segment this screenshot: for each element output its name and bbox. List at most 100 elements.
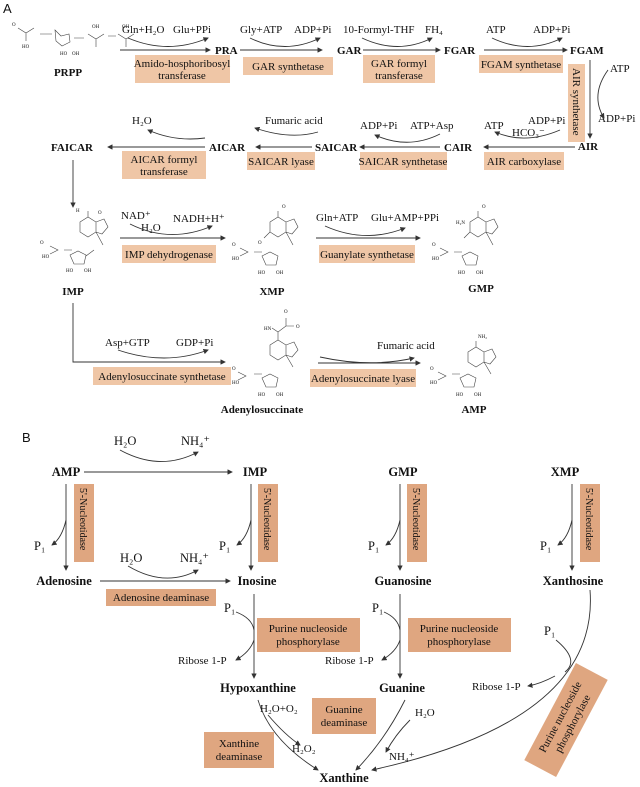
gmp-label: GMP (468, 283, 494, 295)
b1-substrate: H₂O (114, 434, 136, 448)
svg-text:HO: HO (458, 271, 466, 276)
s2-substrate: Gly+ATP (240, 24, 282, 36)
adenylosuccinate-label: Adenylosuccinate (221, 404, 304, 416)
s1-enzyme-line2: transferase (158, 70, 206, 82)
svg-text:HO: HO (42, 255, 50, 260)
adenosine-deaminase: Adenosine deaminase (113, 592, 209, 604)
b1-product: NH₄⁺ (181, 434, 210, 448)
s8-enzyme: SAICAR lyase (248, 156, 314, 168)
panel-a-label: A (3, 1, 12, 16)
pi-inosine: P₁ (224, 601, 235, 615)
s12-enzyme: Adenylosuccinate synthetase (98, 371, 225, 383)
b2-product: NH₄⁺ (180, 551, 209, 565)
saicar-label: SAICAR (315, 142, 358, 154)
s5-product: ADP+Pi (598, 113, 635, 125)
svg-text:O: O (282, 205, 286, 210)
s3-enzyme-line2: transferase (375, 70, 423, 82)
pi-guanosine: P₁ (372, 601, 383, 615)
xmp-label: XMP (259, 286, 284, 298)
nucleotidase-xmp: P₁ 5'-Nucleotidase (540, 484, 600, 571)
svg-text:HO: HO (258, 271, 266, 276)
s3-substrate: 10-Formyl-THF (343, 24, 415, 36)
b2-substrate: H₂O (120, 551, 142, 565)
s10-substrate-2: H₂O (141, 222, 161, 234)
xd-substrate: H₂O+O₂ (260, 703, 298, 715)
s2-enzyme: GAR synthetase (252, 61, 324, 73)
air-label: AIR (578, 141, 599, 153)
s4-enzyme: FGAM synthetase (481, 59, 561, 71)
guanine-label: Guanine (379, 681, 425, 695)
s6-product: ADP+Pi (528, 115, 565, 127)
imp-structure: O H O HO HO OH (40, 209, 109, 274)
pnp-inosine-line2: phosphorylase (276, 636, 340, 648)
s12-substrate: Asp+GTP (105, 337, 150, 349)
svg-text:HO: HO (432, 257, 440, 262)
s7-enzyme: SAICAR synthetase (359, 156, 448, 168)
svg-text:OH: OH (476, 271, 484, 276)
nucleotidase-amp: P₁ 5'-Nucleotidase (34, 484, 94, 571)
imp-label: IMP (62, 286, 84, 298)
inosine-label: Inosine (238, 574, 277, 588)
s3-enzyme-line1: GAR formyl (371, 58, 427, 70)
xmp-structure: O O O HO HO OH (232, 205, 299, 276)
svg-text:P₁: P₁ (540, 539, 551, 553)
ribose-inosine: Ribose 1-P (178, 655, 227, 667)
svg-text:O: O (296, 325, 300, 330)
svg-text:5'-Nucleotidase: 5'-Nucleotidase (261, 488, 272, 551)
svg-text:O: O (232, 367, 236, 372)
s6-substrate-1: ATP (484, 120, 504, 132)
amp-a-label: AMP (461, 404, 486, 416)
s7-substrate: ATP+Asp (410, 120, 454, 132)
s1-product: Glu+PPi (173, 24, 211, 36)
gd-enzyme-line2: deaminase (321, 717, 368, 729)
s6-enzyme: AIR carboxylase (487, 156, 561, 168)
adenylosuccinate-structure: O O HN O HO HO OH (232, 310, 300, 398)
s10-product: NADH+H⁺ (173, 213, 225, 225)
s9-enzyme-line2: transferase (140, 166, 188, 178)
s5-substrate: ATP (610, 63, 630, 75)
svg-text:HO: HO (456, 393, 464, 398)
svg-text:NH₂: NH₂ (478, 335, 487, 340)
s10-enzyme: IMP dehydrogenase (125, 249, 213, 261)
xd-enzyme-line2: deaminase (216, 751, 263, 763)
svg-text:OH: OH (276, 393, 284, 398)
gmp-b-label: GMP (388, 465, 418, 479)
fgar-label: FGAR (444, 45, 476, 57)
s9-product: H₂O (132, 115, 152, 127)
faicar-label: FAICAR (51, 142, 94, 154)
gmp-structure: O H₂N O HO HO OH (432, 205, 499, 276)
xd-enzyme-line1: Xanthine (219, 738, 259, 750)
svg-text:OH: OH (84, 269, 92, 274)
gd-product: NH₄⁺ (389, 751, 415, 763)
amp-structure: NH₂ O HO HO OH (430, 335, 497, 398)
nucleotidase-imp: P₁ 5'-Nucleotidase (219, 484, 278, 571)
svg-text:5'-Nucleotidase: 5'-Nucleotidase (77, 488, 88, 551)
s4-substrate: ATP (486, 24, 506, 36)
s10-substrate: NAD⁺ (121, 210, 151, 222)
amp-b-label: AMP (52, 465, 81, 479)
svg-text:P₁: P₁ (219, 539, 230, 553)
s3-product: FH₄ (425, 24, 443, 36)
svg-text:O: O (258, 241, 262, 246)
xmp-b-label: XMP (551, 465, 580, 479)
svg-text:OH: OH (122, 25, 130, 30)
s11-product: Glu+AMP+PPi (371, 212, 439, 224)
svg-text:O: O (98, 211, 102, 216)
svg-text:O: O (432, 243, 436, 248)
s7-product: ADP+Pi (360, 120, 397, 132)
svg-text:H: H (76, 209, 80, 214)
s13-product: Fumaric acid (377, 340, 435, 352)
svg-text:O: O (232, 243, 236, 248)
s12-product: GDP+Pi (176, 337, 213, 349)
prpp-structure: O HO HO OH OH OH (12, 23, 135, 57)
svg-text:O: O (40, 241, 44, 246)
svg-text:HO: HO (258, 393, 266, 398)
s6-substrate-2: HCO₃⁻ (512, 127, 545, 139)
svg-text:5'-Nucleotidase: 5'-Nucleotidase (583, 488, 594, 551)
svg-text:O: O (482, 205, 486, 210)
pnp-xanthosine-box: Purine nucleoside phosphorylase (524, 662, 608, 778)
svg-text:HO: HO (430, 381, 438, 386)
ribose-xanthosine: Ribose 1-P (472, 681, 521, 693)
